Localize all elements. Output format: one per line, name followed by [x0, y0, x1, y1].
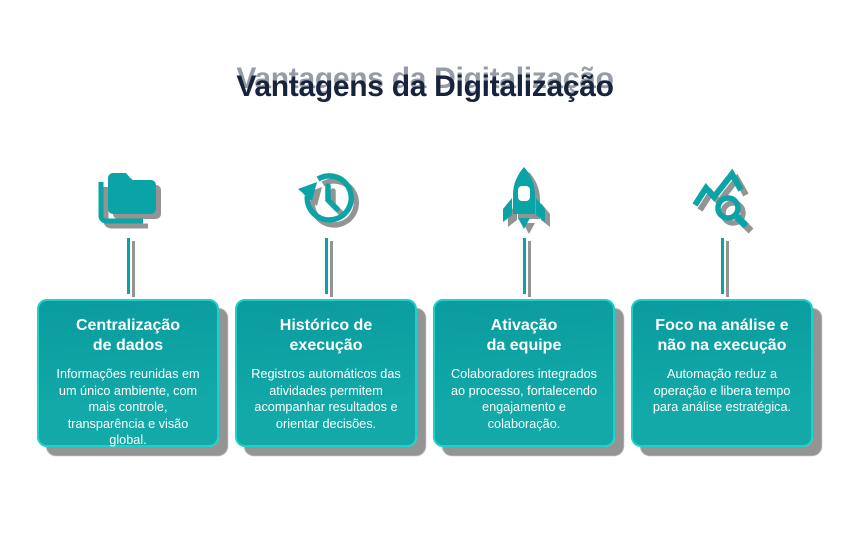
card-title: Histórico de execução — [279, 317, 373, 354]
history-clock-icon — [293, 164, 359, 232]
feature-column-foco-analise: Foco na análise e não na execução Automa… — [631, 164, 813, 447]
connector-line — [720, 238, 724, 294]
stacked-folders-icon-svg — [98, 173, 156, 224]
history-clock-icon-svg — [298, 173, 354, 223]
chart-magnifier-icon-svg — [692, 168, 749, 229]
connector-line — [324, 238, 328, 294]
feature-card: Centralização de dados Informações reuni… — [37, 299, 219, 447]
feature-column-centralizacao: Centralização de dados Informações reuni… — [37, 164, 219, 447]
feature-card: Ativação da equipe Colaboradores integra… — [433, 299, 615, 447]
rocket-icon — [496, 164, 552, 232]
chart-magnifier-icon — [691, 164, 753, 232]
connector-line — [126, 238, 130, 294]
page-title: Vantagens da Digitalização — [236, 70, 614, 103]
card-body: Informações reunidas em um único ambient… — [56, 367, 200, 448]
card-title: Centralização de dados — [75, 317, 181, 354]
card-body: Automação reduz a operação e libera temp… — [652, 367, 792, 415]
feature-column-historico: Histórico de execução Registros automáti… — [235, 164, 417, 447]
stacked-folders-icon — [94, 164, 162, 232]
feature-column-ativacao: Ativação da equipe Colaboradores integra… — [433, 164, 615, 447]
card-body: Colaboradores integrados ao processo, fo… — [451, 367, 597, 431]
card-title: Ativação da equipe — [486, 317, 562, 354]
feature-card: Foco na análise e não na execução Automa… — [631, 299, 813, 447]
feature-columns: Centralização de dados Informações reuni… — [0, 164, 850, 447]
connector-line — [522, 238, 526, 294]
card-body: Registros automáticos das atividades per… — [251, 367, 401, 431]
feature-card: Histórico de execução Registros automáti… — [235, 299, 417, 447]
card-title: Foco na análise e não na execução — [655, 317, 789, 354]
rocket-icon-svg — [503, 167, 545, 229]
